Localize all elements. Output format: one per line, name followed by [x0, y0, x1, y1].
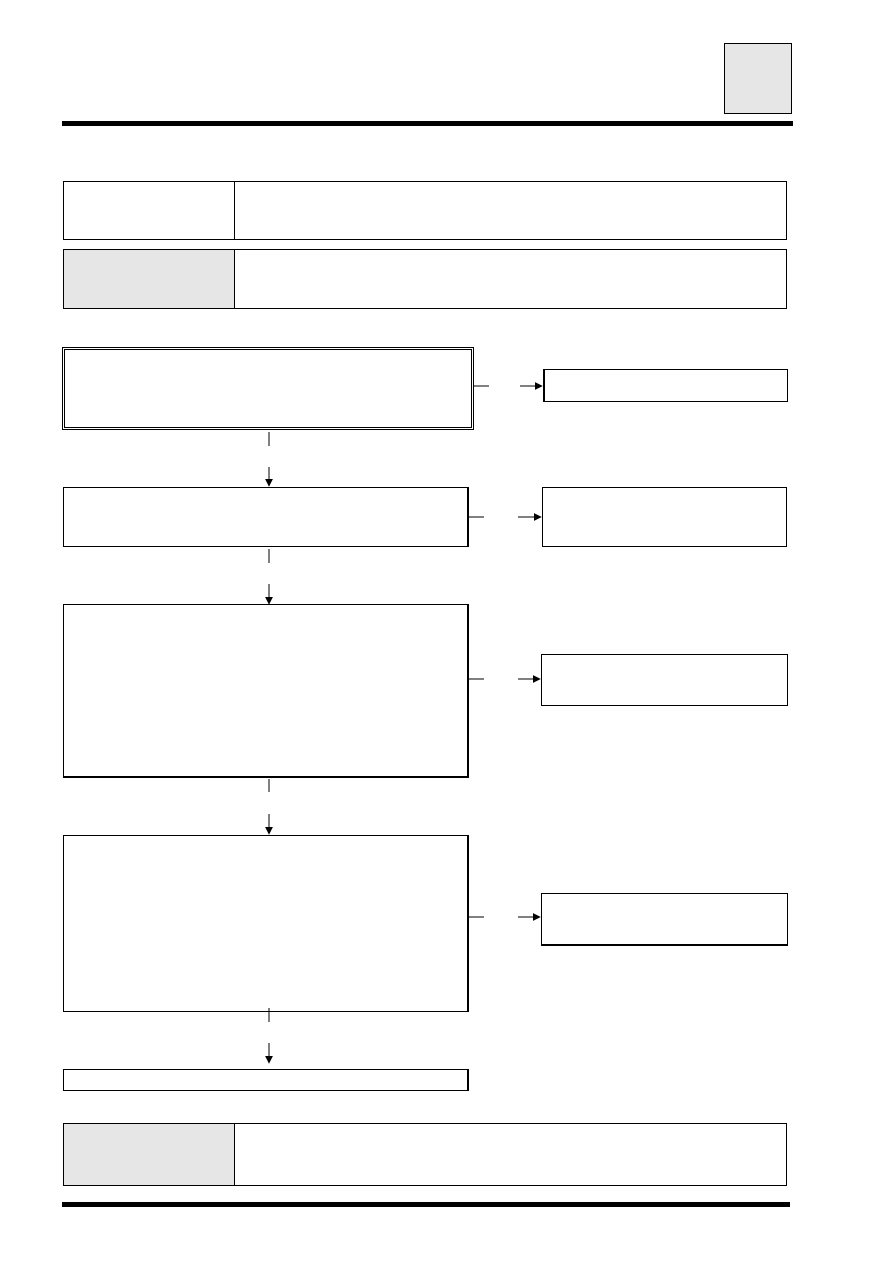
flow-step-4: [63, 835, 469, 1012]
footer-label-cell: [63, 1123, 235, 1186]
info-row-2-value-cell: [234, 249, 787, 309]
info-row-1-label-cell: [63, 181, 235, 240]
flow-final: [63, 1069, 469, 1091]
info-row-1-value-cell: [234, 181, 787, 240]
flow-step-2: [63, 487, 469, 547]
flow-step-3: [63, 604, 469, 778]
flow-step-4-result: [541, 893, 788, 946]
flow-step-1-result: [543, 369, 788, 402]
flow-step-1: [62, 347, 474, 430]
footer-rule: [62, 1202, 790, 1207]
flow-step-3-result: [541, 654, 788, 706]
header-rule: [62, 121, 793, 126]
flow-step-2-result: [542, 487, 787, 547]
info-row-2-label-cell: [63, 249, 235, 309]
footer-value-cell: [234, 1123, 787, 1186]
page-tab: [724, 43, 792, 114]
